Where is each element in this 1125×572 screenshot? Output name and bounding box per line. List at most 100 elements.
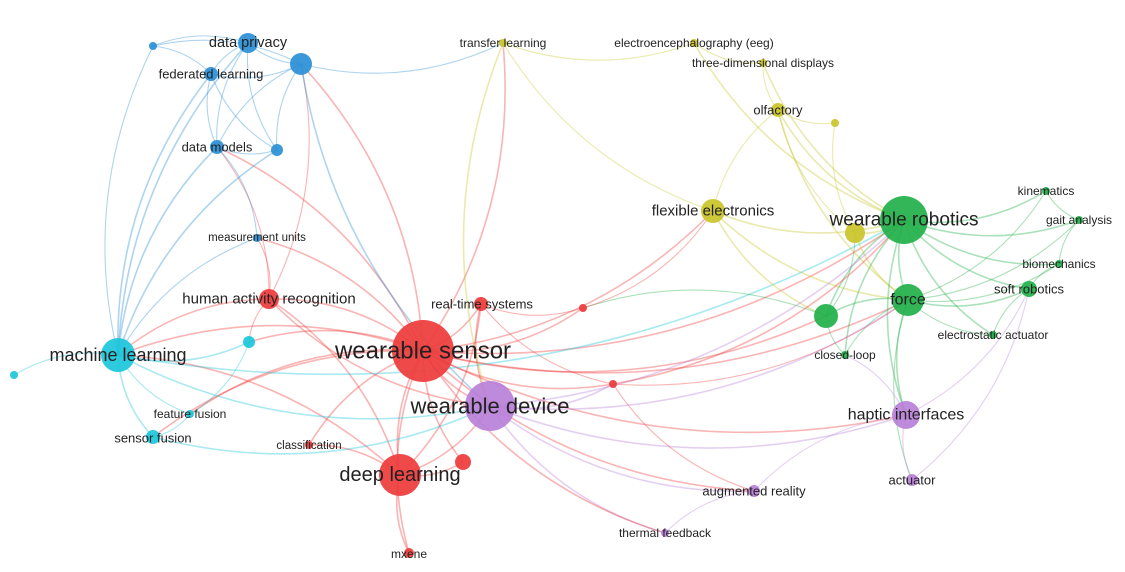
node-yellow-a[interactable] [845,223,865,243]
node-three-d-displays[interactable] [759,59,767,67]
node-haptic-interfaces[interactable] [892,401,920,429]
edge-wearable-robotics-haptic-interfaces [886,219,907,416]
label-feature-fusion: feature fusion [154,407,227,421]
label-sensor-fusion: sensor fusion [114,431,191,446]
edge-human-activity-recognition-blue-a [268,63,310,300]
node-kinematics[interactable] [1042,187,1050,195]
label-closed-loop: closed-loop [814,348,876,362]
edge-blue-a-data-models [216,63,302,148]
node-closed-loop[interactable] [841,351,849,359]
label-wearable-robotics: wearable robotics [829,210,979,231]
node-wearable-device[interactable] [465,381,515,431]
node-transfer-learning[interactable] [499,39,507,47]
edge-real-time-systems-red-b [480,303,584,316]
label-electrostatic-actuator: electrostatic actuator [938,328,1049,342]
label-real-time-systems: real-time systems [431,297,533,312]
edge-gait-analysis-biomechanics [1058,219,1080,265]
label-olfactory: olfactory [753,103,803,118]
node-thermal-feedback[interactable] [661,529,669,537]
edge-force-biomechanics [907,263,1060,303]
node-flexible-electronics[interactable] [701,199,725,223]
edge-data-models-machine-learning [117,146,218,356]
edge-blue-a-blue-c [152,39,302,65]
node-blue-c[interactable] [149,42,157,50]
node-blue-a[interactable] [290,53,312,75]
label-flexible-electronics: flexible electronics [652,203,775,220]
edge-augmented-reality-thermal-feedback [664,490,755,534]
node-deep-learning[interactable] [379,454,421,496]
edge-yellow-b-yellow-a [832,122,856,234]
label-mxene: mxene [391,547,427,561]
label-force: force [890,292,926,309]
node-olfactory[interactable] [771,103,785,117]
edge-transfer-learning-flexible-electronics [502,42,714,212]
node-augmented-reality[interactable] [748,485,760,497]
node-green-a[interactable] [814,304,838,328]
node-soft-robotics[interactable] [1021,281,1037,297]
edge-wearable-device-thermal-feedback [489,405,666,534]
edge-red-c-augmented-reality [612,383,755,492]
node-cyan-b[interactable] [243,336,255,348]
edge-federated-learning-data-models [206,73,218,148]
edge-wearable-sensor-wearable-robotics [422,219,905,355]
edge-machine-learning-wearable-robotics [117,219,905,376]
node-sensor-fusion[interactable] [146,430,160,444]
node-data-models[interactable] [210,140,224,154]
label-deep-learning: deep learning [339,464,460,486]
edge-layer [13,35,1080,554]
edge-flexible-electronics-force [712,210,909,301]
node-measurement-units[interactable] [253,234,261,242]
edge-olfactory-flexible-electronics [712,109,779,212]
edge-human-activity-recognition-data-models [216,146,270,300]
node-force[interactable] [892,284,924,316]
edge-wearable-sensor-transfer-learning [422,42,506,352]
edge-wearable-device-wearable-robotics [489,219,905,407]
node-electrostatic-actuator[interactable] [989,331,997,339]
edge-force-gait-analysis [907,219,1080,301]
label-wearable-device: wearable device [410,394,570,419]
edge-wearable-sensor-force [422,299,909,374]
label-gait-analysis: gait analysis [1046,213,1112,227]
node-classification[interactable] [305,441,313,449]
edge-olfactory-yellow-a [777,109,856,234]
edge-wearable-device-augmented-reality [489,405,755,493]
edge-haptic-interfaces-soft-robotics [905,288,1030,416]
edge-data-privacy-blue-b [246,42,278,151]
node-red-c[interactable] [609,380,617,388]
edge-wearable-sensor-haptic-interfaces [422,350,907,434]
label-augmented-reality: augmented reality [702,484,806,499]
node-human-activity-recognition[interactable] [259,289,279,309]
node-red-b[interactable] [579,304,587,312]
node-red-a[interactable] [455,454,471,470]
node-wearable-sensor[interactable] [392,320,454,382]
node-real-time-systems[interactable] [474,297,488,311]
edge-eeg-wearable-robotics [693,42,905,221]
edge-blue-c-machine-learning [104,45,154,356]
label-measurement-units: measurement units [208,232,306,244]
edge-actuator-soft-robotics [911,288,1030,481]
edge-wearable-sensor-feature-fusion [189,348,424,415]
edge-federated-learning-machine-learning [117,73,212,356]
edge-real-time-systems-red-c [480,303,614,385]
edge-wearable-sensor-augmented-reality [422,350,755,492]
node-eeg[interactable] [690,39,698,47]
edge-data-privacy-data-models [216,42,249,148]
node-data-privacy[interactable] [238,33,258,53]
edge-force-actuator [893,299,913,481]
label-kinematics: kinematics [1018,184,1075,198]
edge-federated-learning-blue-b [210,73,278,151]
node-mxene[interactable] [404,548,414,558]
node-actuator[interactable] [906,474,918,486]
node-blue-b[interactable] [271,144,283,156]
node-yellow-b[interactable] [831,119,839,127]
node-biomechanics[interactable] [1055,260,1063,268]
node-wearable-robotics[interactable] [880,196,928,244]
node-federated-learning[interactable] [204,67,218,81]
node-machine-learning[interactable] [101,338,135,372]
edge-wearable-sensor-data-models [216,146,424,352]
node-cyan-a[interactable] [10,371,18,379]
node-feature-fusion[interactable] [186,410,194,418]
node-gait-analysis[interactable] [1075,216,1083,224]
edge-transfer-learning-eeg [502,42,695,61]
